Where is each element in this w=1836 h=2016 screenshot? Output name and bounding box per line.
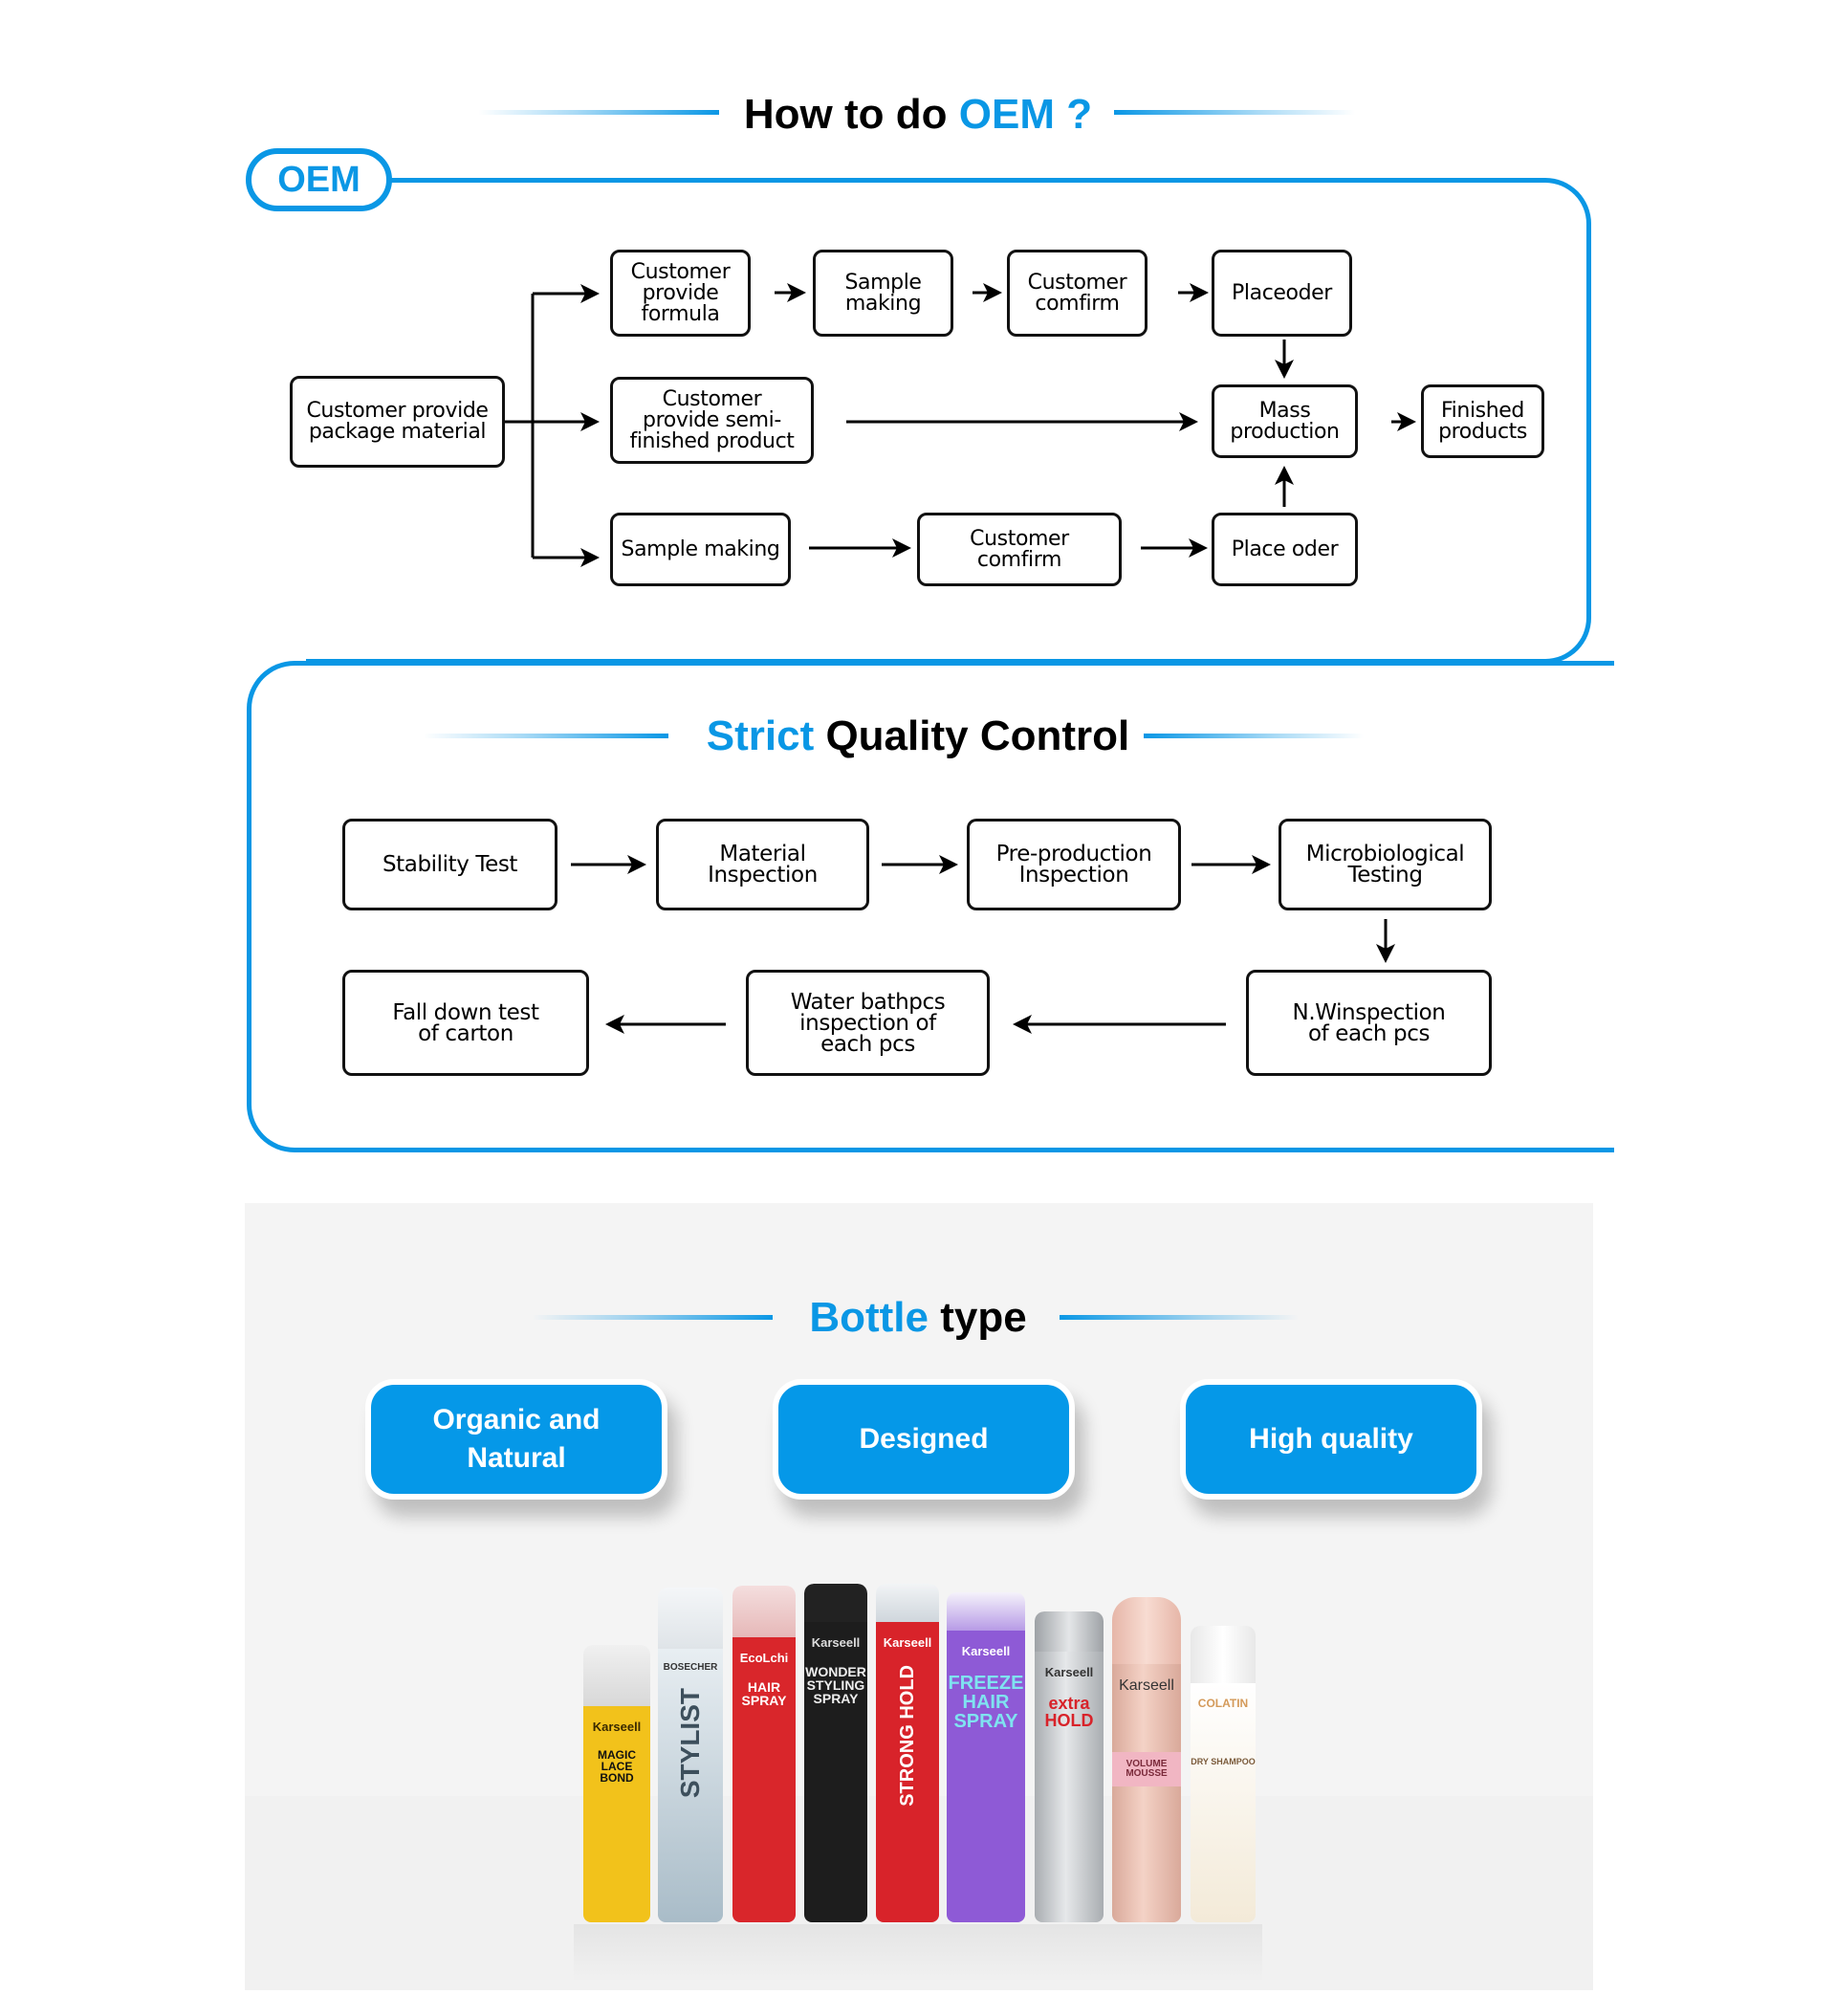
bottle-hair-spray-ecolchi: EcoLchi HAIR SPRAY bbox=[732, 1586, 796, 1922]
feature-high-quality: High quality bbox=[1180, 1379, 1482, 1500]
qc-step-water-bath: Water bathpcs inspection of each pcs bbox=[746, 970, 990, 1076]
bottle-cap bbox=[1035, 1611, 1104, 1652]
bottle-body: Karseell extra HOLD bbox=[1035, 1652, 1104, 1922]
qc-step-preproduction: Pre-production Inspection bbox=[967, 819, 1181, 910]
bottle-brand: COLATIN bbox=[1197, 1697, 1249, 1710]
bottle-brand: Karseell bbox=[1044, 1665, 1094, 1679]
bottle-label: VOLUME MOUSSE bbox=[1112, 1752, 1181, 1786]
bottle-body: Karseell STRONG HOLD bbox=[876, 1622, 939, 1922]
oem-badge: OEM bbox=[246, 148, 392, 211]
oem-heading-accent: OEM ? bbox=[958, 91, 1093, 138]
bottle-label: extra HOLD bbox=[1044, 1694, 1094, 1730]
bottle-body: Karseell FREEZE HAIR SPRAY bbox=[947, 1631, 1025, 1922]
flow-node-sample-top: Sample making bbox=[813, 250, 953, 337]
bottle-heading-accent: Bottle bbox=[809, 1294, 929, 1341]
bottle-brand: Karseell bbox=[1119, 1677, 1174, 1694]
qc-heading-text: Quality Control bbox=[814, 712, 1130, 759]
bottle-product-lineup: Karseell MAGIC LACE BOND BOSECHER STYLIS… bbox=[574, 1584, 1262, 1932]
bottle-cap bbox=[1191, 1626, 1256, 1683]
heading-decor-line-right bbox=[1114, 110, 1355, 115]
bottle-cap bbox=[876, 1584, 939, 1622]
oem-heading: How to do OEM ? bbox=[0, 86, 1836, 143]
qc-step-nw-inspection: N.Winspection of each pcs bbox=[1246, 970, 1492, 1076]
qc-heading-accent: Strict bbox=[706, 712, 815, 759]
bottle-brand: Karseell bbox=[592, 1720, 642, 1734]
bottle-label: STYLIST bbox=[675, 1688, 705, 1799]
qc-step-material: Material Inspection bbox=[656, 819, 869, 910]
qc-frame bbox=[247, 661, 1614, 1152]
flow-node-formula: Customer provide formula bbox=[610, 250, 751, 337]
bottle-body: BOSECHER STYLIST bbox=[658, 1649, 723, 1922]
flow-node-semi: Customer provide semi-finished product bbox=[610, 377, 814, 464]
bottle-body: Karseell VOLUME MOUSSE bbox=[1112, 1664, 1181, 1922]
oem-heading-text: How to do bbox=[743, 91, 959, 138]
bottle-brand: EcoLchi bbox=[739, 1651, 789, 1665]
bottle-volume-mousse: Karseell VOLUME MOUSSE bbox=[1112, 1597, 1181, 1922]
heading-decor-line-left bbox=[478, 110, 719, 115]
bottle-strong-hold: Karseell STRONG HOLD bbox=[876, 1584, 939, 1922]
qc-heading-decor-line-left bbox=[424, 734, 668, 738]
bottle-cap bbox=[658, 1588, 723, 1649]
bottle-brand: Karseell bbox=[811, 1635, 861, 1650]
feature-designed: Designed bbox=[773, 1379, 1075, 1500]
bottle-label: MAGIC LACE BOND bbox=[598, 1748, 636, 1785]
bottle-label: WONDER STYLING SPRAY bbox=[805, 1664, 866, 1706]
bottle-cap bbox=[732, 1586, 796, 1637]
bottle-cap bbox=[583, 1645, 650, 1706]
bottle-freeze-hair-spray: Karseell FREEZE HAIR SPRAY bbox=[947, 1592, 1025, 1922]
flow-node-finished: Finished products bbox=[1421, 384, 1544, 458]
flow-node-mass: Mass production bbox=[1212, 384, 1358, 458]
flow-node-sample-bottom: Sample making bbox=[610, 513, 791, 586]
bottle-cap bbox=[947, 1592, 1025, 1631]
bottle-body: Karseell WONDER STYLING SPRAY bbox=[804, 1622, 867, 1922]
bottle-brand: BOSECHER bbox=[663, 1662, 718, 1673]
qc-heading-decor-line-right bbox=[1144, 734, 1364, 738]
bottle-stylist: BOSECHER STYLIST bbox=[658, 1588, 723, 1922]
bottle-reflection bbox=[574, 1924, 1262, 1982]
bottle-body: EcoLchi HAIR SPRAY bbox=[732, 1637, 796, 1922]
bottle-brand: Karseell bbox=[961, 1644, 1011, 1658]
bottle-label: FREEZE HAIR SPRAY bbox=[948, 1673, 1024, 1732]
flow-node-package: Customer provide package material bbox=[290, 376, 505, 468]
bottle-wonder-styling: Karseell WONDER STYLING SPRAY bbox=[804, 1584, 867, 1922]
bottle-label: DRY SHAMPOO bbox=[1191, 1757, 1256, 1766]
qc-step-microbiological: Microbiological Testing bbox=[1279, 819, 1492, 910]
bottle-extra-hold: Karseell extra HOLD bbox=[1035, 1611, 1104, 1922]
flow-node-confirm-bottom: Customer comfirm bbox=[917, 513, 1122, 586]
bottle-heading-decor-line-right bbox=[1060, 1315, 1299, 1320]
bottle-cap bbox=[804, 1584, 867, 1622]
feature-organic-natural: Organic and Natural bbox=[365, 1379, 667, 1500]
qc-heading: Strict Quality Control bbox=[0, 708, 1836, 765]
bottle-colatin-dry-shampoo: COLATIN DRY SHAMPOO bbox=[1191, 1626, 1256, 1922]
bottle-label: HAIR SPRAY bbox=[741, 1679, 787, 1708]
flow-node-place-oder: Place oder bbox=[1212, 513, 1358, 586]
bottle-heading-decor-line-left bbox=[532, 1315, 773, 1320]
flow-node-confirm-top: Customer comfirm bbox=[1007, 250, 1148, 337]
qc-step-stability: Stability Test bbox=[342, 819, 557, 910]
bottle-cap bbox=[1112, 1597, 1181, 1664]
bottle-body: COLATIN DRY SHAMPOO bbox=[1191, 1683, 1256, 1922]
bottle-label: STRONG HOLD bbox=[897, 1665, 918, 1807]
bottle-heading-text: type bbox=[928, 1294, 1027, 1341]
qc-step-fall-down: Fall down test of carton bbox=[342, 970, 589, 1076]
flow-node-placeoder: Placeoder bbox=[1212, 250, 1352, 337]
bottle-heading: Bottle type bbox=[0, 1289, 1836, 1347]
bottle-brand: Karseell bbox=[883, 1635, 932, 1650]
bottle-body: Karseell MAGIC LACE BOND bbox=[583, 1706, 650, 1922]
bottle-magic-lace-bond: Karseell MAGIC LACE BOND bbox=[583, 1645, 650, 1922]
